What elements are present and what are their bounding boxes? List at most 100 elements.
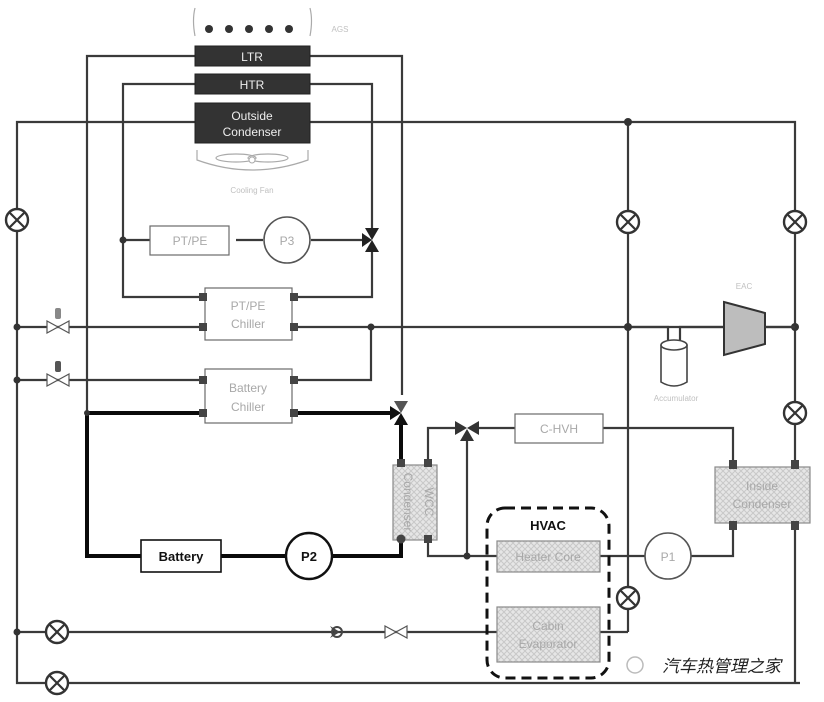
heater-core-label: Heater Core [515, 550, 581, 564]
htr-label: HTR [240, 78, 265, 92]
valve-triangle-icon [362, 233, 372, 247]
battery-chiller-box [204, 368, 293, 424]
inside-condenser: Inside Condenser [714, 460, 811, 530]
ltr-radiator: LTR [194, 45, 311, 67]
fan-shroud [196, 150, 309, 171]
valve-triangle-icon [394, 401, 408, 413]
inside-condenser-label-line2: Condenser [733, 497, 792, 511]
cabin-evaporator: Cabin Evaporator [496, 606, 601, 663]
condenser-port [729, 460, 737, 469]
pt-pe-chiller-label-line1: PT/PE [231, 299, 266, 313]
junction-node [13, 323, 21, 331]
chiller-port [290, 293, 298, 301]
three-way-valve-htr [362, 228, 379, 252]
ags-louver [205, 25, 213, 33]
shutoff-valves [4, 207, 808, 696]
pipe-p2-wcc [333, 540, 403, 558]
shutoff-valve-icon [782, 209, 808, 235]
accumulator-body [660, 345, 688, 387]
wcc-port [424, 459, 432, 467]
pump-p2-label: P2 [301, 549, 317, 564]
accumulator: Accumulator [654, 339, 699, 403]
valve-triangle-icon [365, 228, 379, 240]
valve-actuator-icon [55, 361, 61, 372]
pipe-htr-return [292, 244, 374, 299]
junction-nodes [13, 118, 799, 636]
outside-condenser-label-line1: Outside [231, 109, 273, 123]
shutoff-valve-icon [782, 400, 808, 426]
shutoff-valve-icon [44, 619, 70, 645]
cabin-evaporator-box [496, 606, 601, 663]
check-valve [330, 626, 343, 638]
ags-louver [265, 25, 273, 33]
chiller-port [199, 323, 207, 331]
junction-node [13, 628, 21, 636]
eac-compressor: EAC [723, 282, 766, 357]
cabin-evaporator-label-line1: Cabin [532, 619, 563, 633]
ltr-label: LTR [241, 50, 263, 64]
pipe-htr-left [121, 82, 205, 299]
battery-chiller-label-line1: Battery [229, 381, 267, 395]
compressor-icon [723, 300, 766, 357]
pipe-battery-chiller-ref-out [292, 327, 373, 382]
outside-condenser-box [194, 102, 311, 144]
hvac-label: HVAC [530, 518, 566, 533]
front-end-module: AGS LTR HTR Outside Condenser Cooling Fa… [192, 7, 348, 195]
chiller-port [199, 376, 207, 384]
ltr-box [194, 45, 311, 67]
junction-node [624, 118, 632, 126]
expansion-valve-battery [46, 361, 70, 388]
chvh-heater: C-HVH [514, 413, 604, 444]
pump-p3-label: P3 [280, 234, 295, 248]
junction-node [119, 236, 127, 244]
outside-condenser-label-line2: Condenser [223, 125, 282, 139]
battery-chiller: Battery Chiller [199, 368, 298, 424]
eac-label: EAC [736, 282, 753, 291]
condenser-port [791, 521, 799, 530]
pipe-wcc-up [426, 426, 455, 465]
pipe-ltr-left [85, 54, 195, 413]
check-valve-ring [331, 626, 343, 638]
pt-pe-box [149, 225, 230, 256]
junction-node [84, 410, 90, 416]
inside-condenser-label-line1: Inside [746, 479, 778, 493]
pump-p1-circle [644, 532, 692, 580]
valve-triangle-icon [455, 421, 467, 435]
pipe-wcc-down [426, 540, 497, 558]
chiller-port [290, 323, 298, 331]
wcc-label: WCC [422, 488, 436, 517]
accumulator-label: Accumulator [654, 394, 699, 403]
condenser-port [729, 521, 737, 530]
valve-triangle-icon [394, 413, 408, 425]
chiller-port [199, 409, 207, 417]
shutoff-valve-icon [44, 670, 70, 696]
pump-p2-circle [284, 531, 334, 581]
expansion-valve-evaporator [384, 624, 408, 640]
ags-louver [245, 25, 253, 33]
battery: Battery [140, 539, 222, 573]
junction-node [463, 552, 471, 560]
junction-node [13, 376, 21, 384]
three-way-valve-battery [390, 401, 408, 425]
chiller-port [290, 409, 298, 417]
battery-chiller-label-line2: Chiller [231, 400, 265, 414]
chiller-port [199, 293, 207, 301]
chvh-label: C-HVH [540, 422, 578, 436]
pipe-ltr-right [310, 54, 404, 395]
wechat-icon [626, 656, 644, 674]
pipe-accumulator-eac [678, 325, 726, 340]
valve-triangle-icon [460, 429, 474, 441]
wcc-box [392, 464, 438, 541]
pt-pe-chiller-box [204, 287, 293, 341]
heater-core-box [496, 540, 601, 573]
battery-coolant-loop [85, 411, 403, 558]
wcc-condenser: WCC Condenser [392, 459, 438, 544]
pt-pe-label: PT/PE [173, 234, 208, 248]
watermark: 汽车热管理之家 [626, 656, 783, 677]
valve-triangle-icon [365, 240, 379, 252]
fan-blade-icon [215, 153, 257, 163]
pipe-outer-loop [15, 120, 800, 685]
htr-box [194, 73, 311, 95]
fan-blade-icon [247, 153, 289, 163]
ags-grille-shutter: AGS [192, 7, 348, 37]
